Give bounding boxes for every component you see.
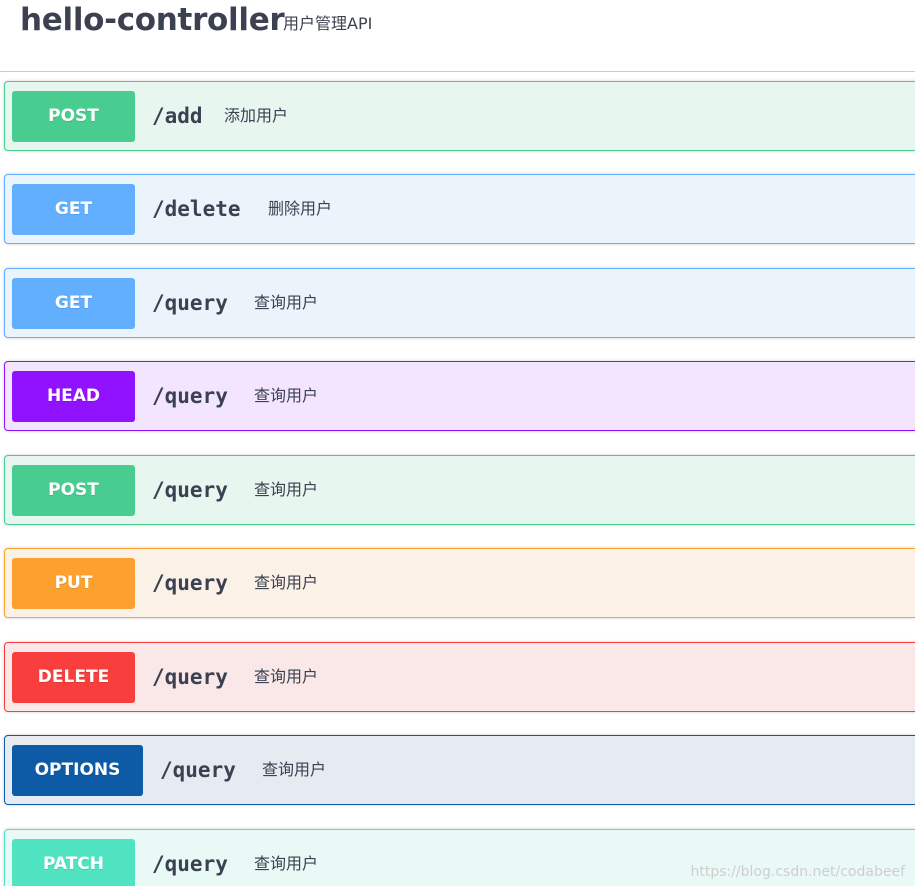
tag-description: 用户管理API <box>283 14 373 33</box>
endpoint-path: /query <box>160 758 236 782</box>
endpoint-path: /add <box>152 104 203 128</box>
endpoint-summary: 添加用户 <box>224 106 289 125</box>
opblock-patch-query[interactable]: PATCH /query 查询用户 <box>4 829 915 886</box>
method-badge-delete: DELETE <box>12 652 135 703</box>
endpoint-summary: 查询用户 <box>254 854 319 873</box>
opblock-post-add[interactable]: POST /add 添加用户 <box>4 81 915 151</box>
method-badge-post: POST <box>12 91 135 142</box>
method-badge-put: PUT <box>12 558 135 609</box>
endpoint-summary: 查询用户 <box>254 573 319 592</box>
method-badge-get: GET <box>12 184 135 235</box>
opblock-options-query[interactable]: OPTIONS /query 查询用户 <box>4 735 915 805</box>
endpoint-summary: 查询用户 <box>254 293 319 312</box>
opblock-get-query[interactable]: GET /query 查询用户 <box>4 268 915 338</box>
method-badge-head: HEAD <box>12 371 135 422</box>
endpoint-path: /query <box>152 665 228 689</box>
method-badge-options: OPTIONS <box>12 745 143 796</box>
endpoint-path: /query <box>152 291 228 315</box>
opblock-get-delete[interactable]: GET /delete 删除用户 <box>4 174 915 244</box>
endpoint-path: /query <box>152 852 228 876</box>
endpoint-summary: 查询用户 <box>254 480 319 499</box>
method-badge-get: GET <box>12 278 135 329</box>
endpoint-path: /delete <box>152 197 241 221</box>
endpoint-path: /query <box>152 384 228 408</box>
method-badge-post: POST <box>12 465 135 516</box>
watermark-text: https://blog.csdn.net/codabeef <box>690 864 905 880</box>
opblock-head-query[interactable]: HEAD /query 查询用户 <box>4 361 915 431</box>
endpoint-summary: 查询用户 <box>254 667 319 686</box>
opblock-put-query[interactable]: PUT /query 查询用户 <box>4 548 915 618</box>
opblock-delete-query[interactable]: DELETE /query 查询用户 <box>4 642 915 712</box>
endpoint-path: /query <box>152 571 228 595</box>
endpoint-summary: 查询用户 <box>262 760 327 779</box>
tag-name: hello-controller <box>20 2 285 38</box>
endpoint-summary: 查询用户 <box>254 386 319 405</box>
method-badge-patch: PATCH <box>12 839 135 886</box>
opblock-post-query[interactable]: POST /query 查询用户 <box>4 455 915 525</box>
endpoint-path: /query <box>152 478 228 502</box>
tag-section-header[interactable]: hello-controller 用户管理API <box>0 0 915 72</box>
endpoint-summary: 删除用户 <box>268 199 333 218</box>
